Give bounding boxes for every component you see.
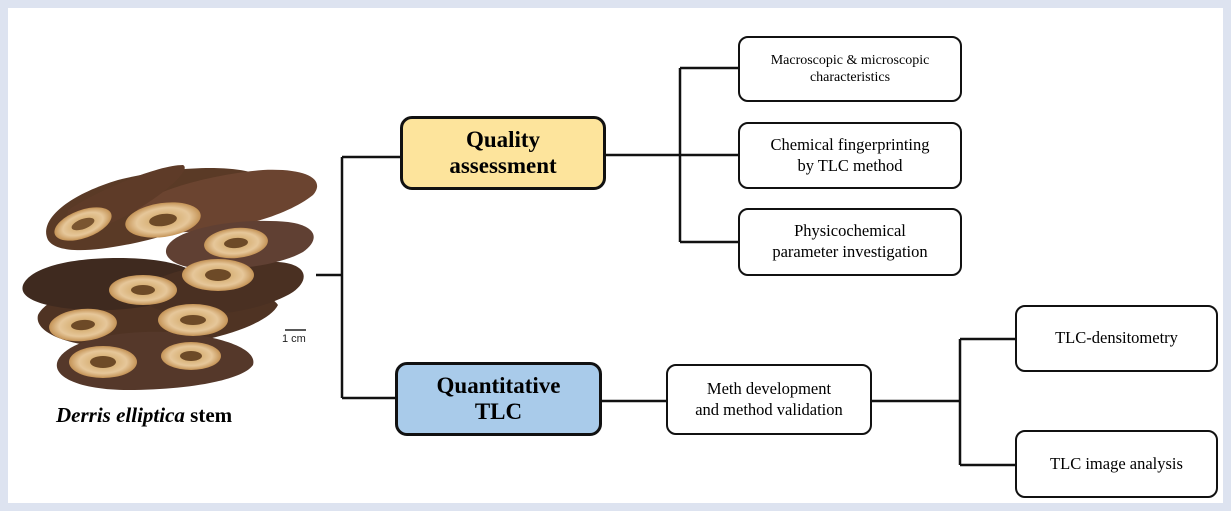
specimen-caption: Derris elliptica stem xyxy=(56,403,306,428)
derris-stem-photo xyxy=(22,165,318,390)
method-development-box: Meth development and method validation xyxy=(666,364,872,435)
tlc-densitometry-label: TLC-densitometry xyxy=(1055,328,1178,348)
method-development-label: Meth development and method validation xyxy=(695,378,843,419)
physicochemical-box: Physicochemical parameter investigation xyxy=(738,208,962,276)
quantitative-tlc-label: Quantitative TLC xyxy=(436,372,561,424)
quality-assessment-label: Quality assessment xyxy=(449,126,557,178)
specimen-name: Derris elliptica xyxy=(56,403,185,427)
macroscopic-label: Macroscopic & microscopic characteristic… xyxy=(770,52,930,86)
scale-label: 1 cm xyxy=(282,333,306,345)
macroscopic-box: Macroscopic & microscopic characteristic… xyxy=(738,36,962,102)
tlc-image-analysis-label: TLC image analysis xyxy=(1050,453,1183,473)
specimen-part: stem xyxy=(184,403,233,427)
fingerprinting-label: Chemical fingerprinting by TLC method xyxy=(770,134,930,175)
quantitative-tlc-box: Quantitative TLC xyxy=(395,362,602,436)
tlc-image-analysis-box: TLC image analysis xyxy=(1015,430,1218,498)
quality-assessment-box: Quality assessment xyxy=(400,116,606,190)
physicochemical-label: Physicochemical parameter investigation xyxy=(772,221,928,261)
fingerprinting-box: Chemical fingerprinting by TLC method xyxy=(738,122,962,189)
tlc-densitometry-box: TLC-densitometry xyxy=(1015,305,1218,372)
